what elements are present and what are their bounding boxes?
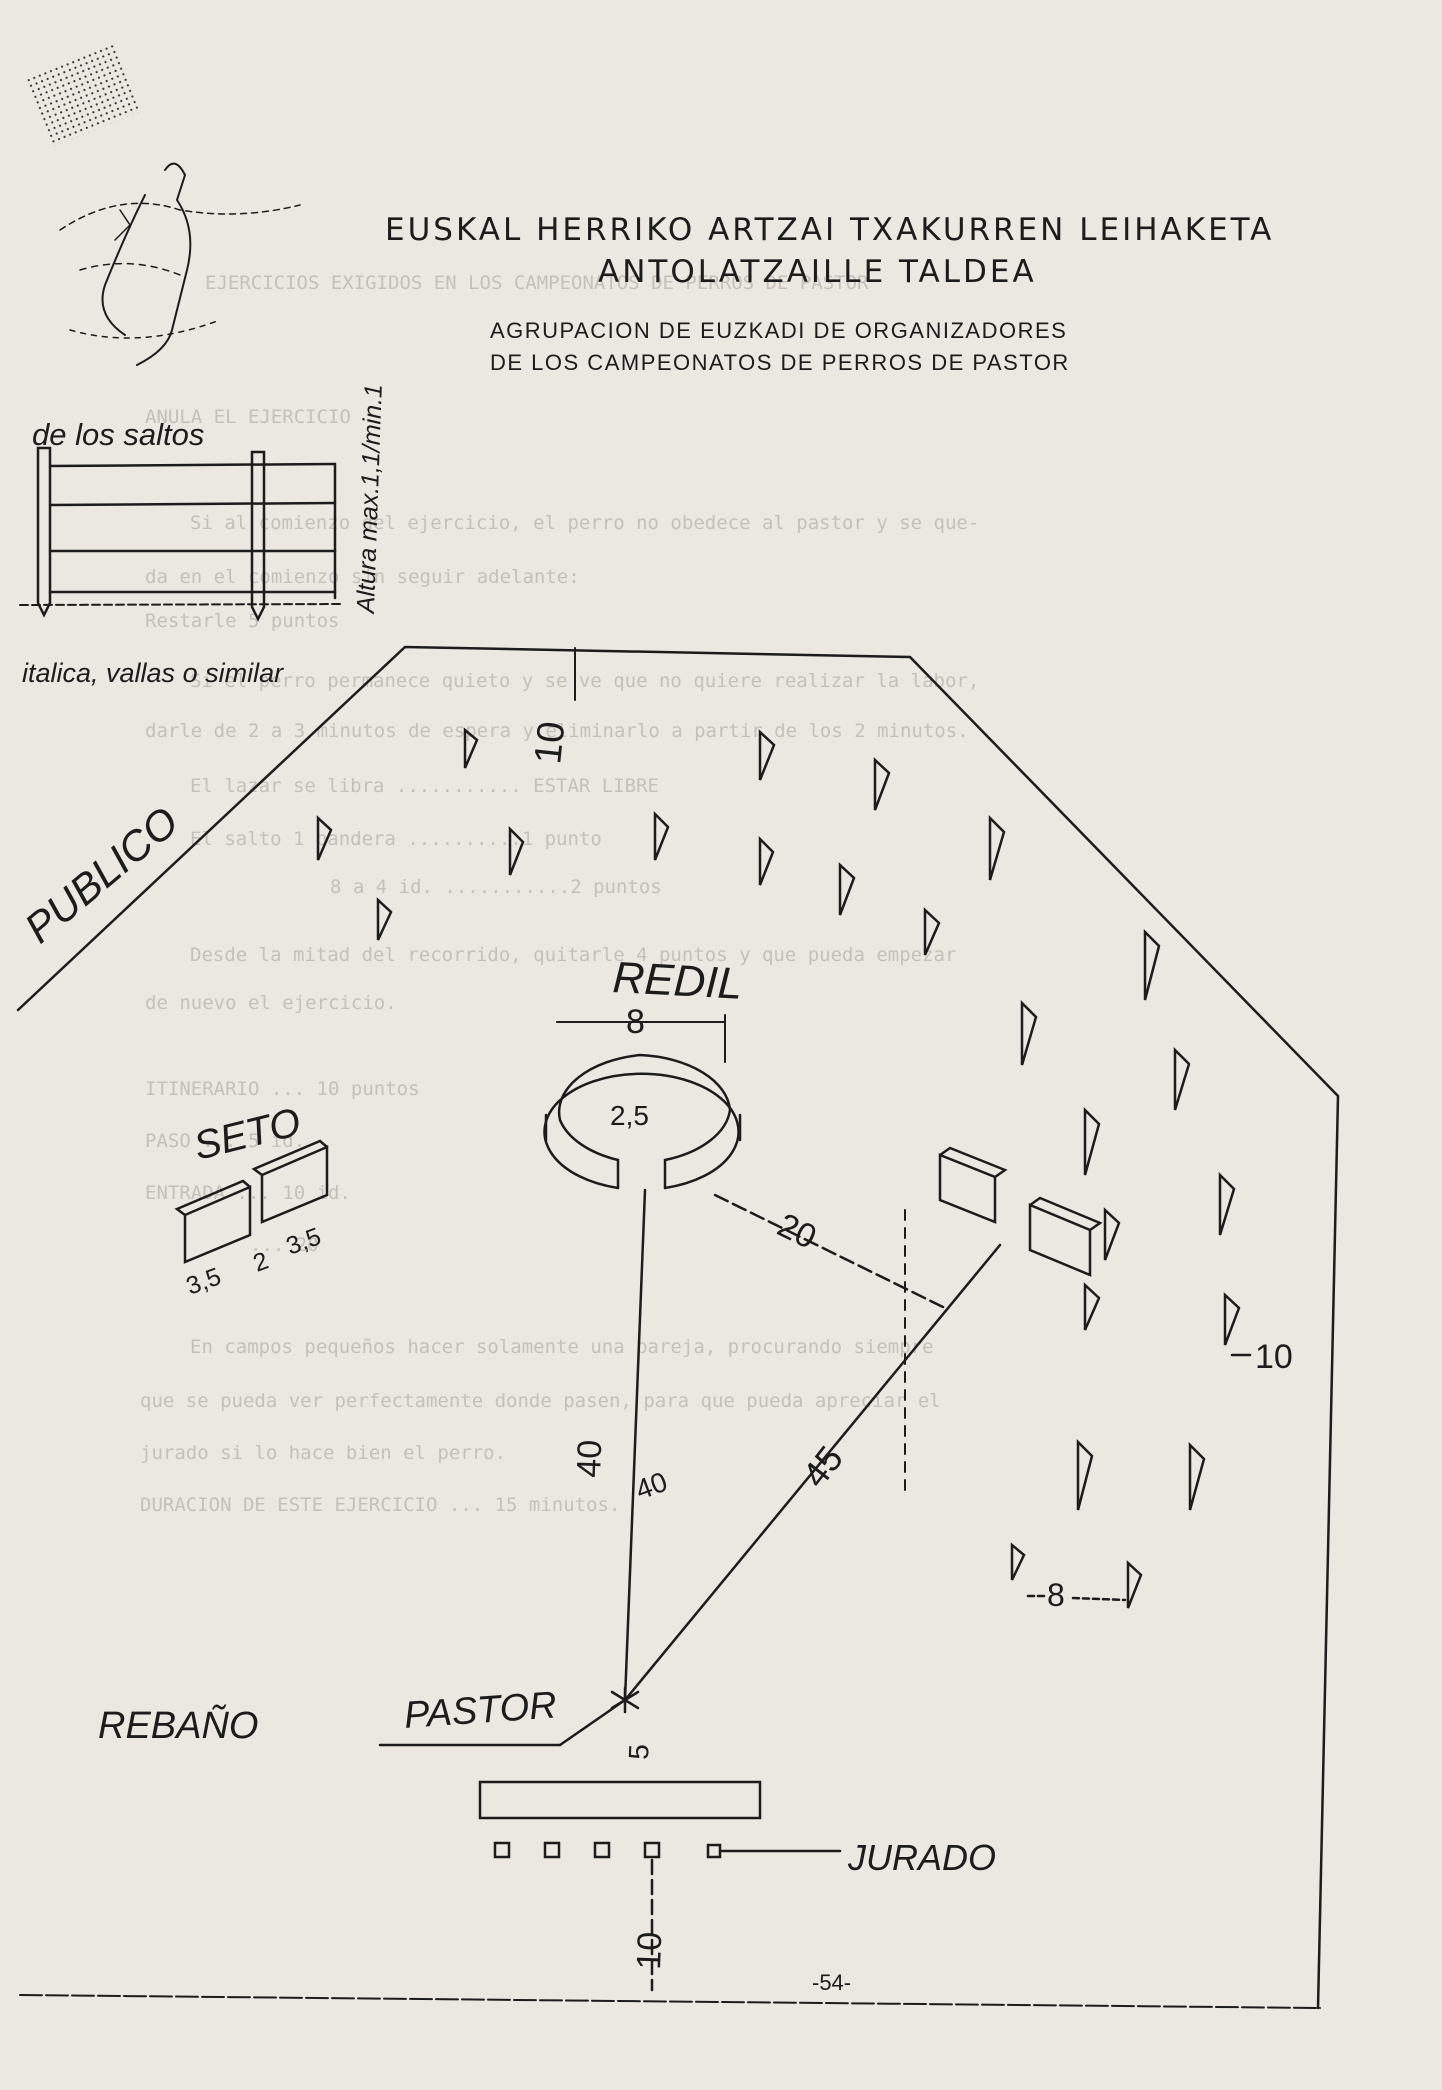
inset-height-note: Altura max.1,1/min.1 (352, 384, 388, 616)
faint-line: El lazar se libra ........... ESTAR LIBR… (190, 775, 659, 797)
page-number: -54- (812, 1970, 851, 1995)
header-title-basque: EUSKAL HERRIKO ARTZAI TXAKURREN LEIHAKET… (385, 212, 1275, 248)
header-subtitle-spanish: DE LOS CAMPEONATOS DE PERROS DE PASTOR (490, 350, 1070, 375)
dim-diag: 20 (771, 1206, 822, 1257)
fence-inset (19, 446, 341, 622)
faint-line: ... 20 (250, 1234, 319, 1256)
dim-pastor-jurado: 5 (623, 1744, 655, 1761)
dim-seto-a: 3,5 (182, 1262, 224, 1300)
header-title-spanish: AGRUPACION DE EUZKADI DE ORGANIZADORES (490, 318, 1068, 343)
label-jurado: JURADO (847, 1837, 996, 1878)
faint-line: Si al comienzo del ejercicio, el perro n… (190, 512, 980, 534)
label-pastor: PASTOR (403, 1684, 558, 1737)
faint-line: Desde la mitad del recorrido, quitarle 4… (190, 944, 957, 966)
redil-pen (543, 1014, 742, 1190)
course-lines (378, 1188, 1002, 1747)
dim-right: 10 (1255, 1338, 1293, 1376)
dim-center-line: 40 (570, 1439, 609, 1478)
dim-top: 10 (527, 720, 573, 766)
jurado-table (478, 1780, 842, 1992)
seto-hedges (174, 1139, 329, 1264)
dim-flags-gap: 8 (1047, 1577, 1065, 1613)
flags (316, 727, 1252, 1609)
dim-redil-inner: 2,5 (610, 1100, 649, 1131)
label-seto: SETO (190, 1100, 306, 1169)
faint-line: ITINERARIO ... 10 puntos (145, 1078, 420, 1100)
inset-caption-bottom: italica, vallas o similar (22, 658, 284, 688)
dim-bottom: 10 (630, 1931, 669, 1970)
obstacle-blocks (938, 1146, 1103, 1277)
faint-line: Restarle 5 puntos (145, 610, 340, 632)
dim-center-line-b: 40 (631, 1466, 671, 1506)
faint-line: ENTRADA ... 10 id. (145, 1182, 351, 1204)
label-redil: REDIL (611, 953, 743, 1009)
faint-line: Si el perro permanece quieto y se ve que… (190, 670, 980, 692)
faint-line: que se pueda ver perfectamente donde pas… (140, 1390, 941, 1412)
hand-labels: de los saltos Altura max.1,1/min.1 itali… (16, 384, 1293, 1995)
faint-line: darle de 2 a 3 minutos de espera y elimi… (145, 720, 969, 742)
logo-shepherd-icon (25, 41, 301, 366)
faint-line: En campos pequeños hacer solamente una p… (190, 1336, 934, 1358)
faint-line: DURACION DE ESTE EJERCICIO ... 15 minuto… (140, 1494, 621, 1516)
faint-line: PASO ... 5 id. (145, 1130, 306, 1152)
faint-line: El salto 1 bandera ..........1 punto (190, 828, 602, 850)
faint-line: EJERCICIOS EXIGIDOS EN LOS CAMPEONATOS D… (205, 272, 869, 294)
faint-line: 8 a 4 id. ...........2 puntos (330, 876, 662, 898)
faint-line: de nuevo el ejercicio. (145, 992, 397, 1014)
header-subtitle-basque: ANTOLATZAILLE TALDEA (598, 254, 1037, 290)
dim-seto-gap: 2 (249, 1247, 272, 1278)
faint-line: jurado si lo hace bien el perro. (140, 1442, 507, 1464)
dim-redil-width: 8 (626, 1003, 645, 1041)
faint-line: da en el comienzo sin seguir adelante: (145, 566, 580, 588)
field-boundary (16, 645, 1340, 2010)
label-rebano: REBAÑO (98, 1704, 258, 1747)
faint-line: ANULA EL EJERCICIO (145, 406, 351, 428)
dim-seto-b: 3,5 (282, 1222, 324, 1260)
inset-caption-top: de los saltos (32, 417, 204, 452)
